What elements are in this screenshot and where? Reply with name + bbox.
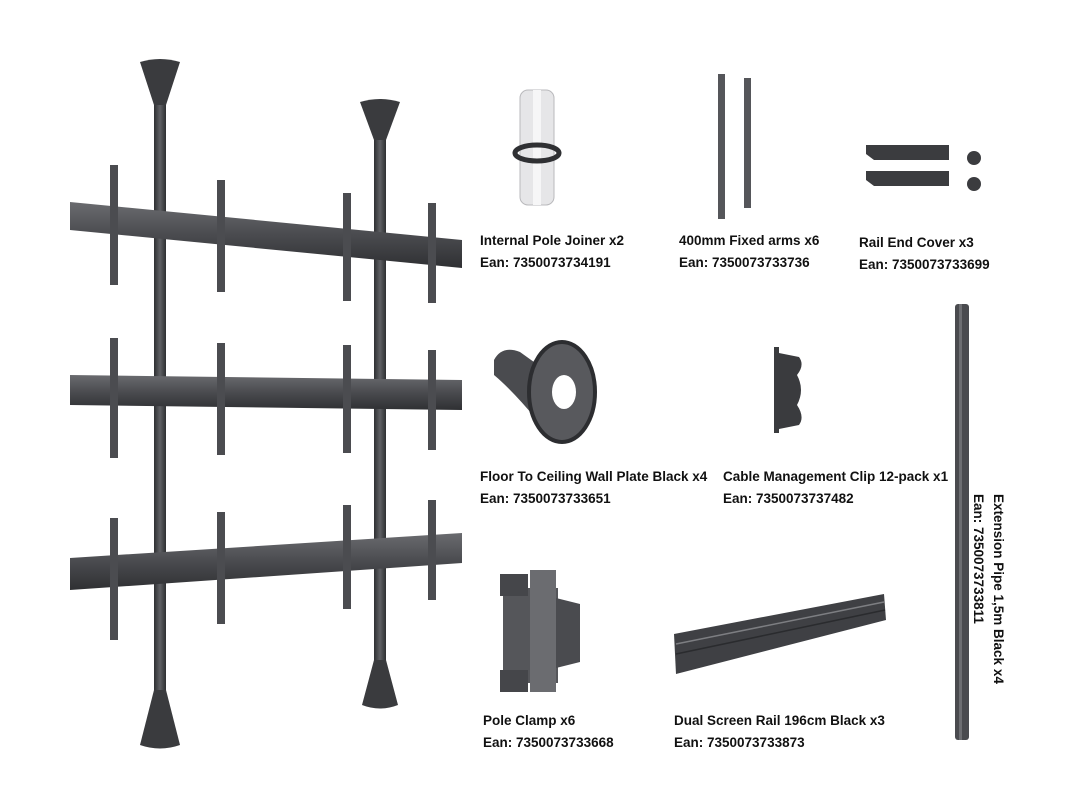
dual-screen-rail-image: [674, 594, 886, 674]
cable-management-clip-name: Cable Management Clip 12-pack x1: [723, 469, 949, 484]
cable-management-clip-ean: Ean: 7350073737482: [723, 491, 854, 506]
fixed-arms-name: 400mm Fixed arms x6: [679, 233, 820, 248]
extension-pipe-name: Extension Pipe 1,5m Black x4: [991, 494, 1006, 684]
fixed-arms-ean: Ean: 7350073733736: [679, 255, 810, 270]
wall-plate-image: [494, 340, 597, 444]
dual-screen-rail-ean: Ean: 7350073733873: [674, 735, 805, 750]
fixed-arms-image: [718, 74, 751, 219]
wall-plate-ean: Ean: 7350073733651: [480, 491, 611, 506]
pole-clamp-name: Pole Clamp x6: [483, 713, 576, 728]
internal-pole-joiner-image: [512, 89, 562, 206]
pole-clamp-image: [500, 570, 580, 692]
wall-plate-name: Floor To Ceiling Wall Plate Black x4: [480, 469, 708, 484]
extension-pipe-image: [955, 304, 969, 740]
video-wall-mount-assembly-illustration: [70, 59, 462, 749]
extension-pipe-ean: Ean: 7350073733811: [971, 494, 986, 624]
cable-management-clip-image: [774, 347, 802, 433]
rail-end-cover-image: [866, 145, 981, 191]
internal-pole-joiner-name: Internal Pole Joiner x2: [480, 233, 625, 248]
rail-end-cover-ean: Ean: 7350073733699: [859, 257, 990, 272]
rail-end-cover-name: Rail End Cover x3: [859, 235, 974, 250]
pole-clamp-ean: Ean: 7350073733668: [483, 735, 614, 750]
internal-pole-joiner-ean: Ean: 7350073734191: [480, 255, 611, 270]
dual-screen-rail-name: Dual Screen Rail 196cm Black x3: [674, 713, 885, 728]
